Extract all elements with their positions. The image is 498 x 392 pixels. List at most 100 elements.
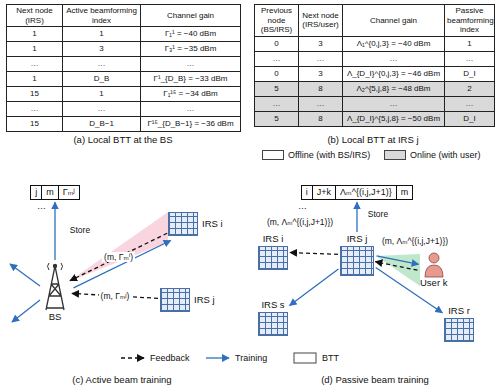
table-cell: Λ₁^{0,j,3} = −40 dBm xyxy=(343,36,445,51)
legend-swatch xyxy=(384,150,406,160)
table-row: 151Γ₁¹⁵ = −34 dBm xyxy=(7,87,241,102)
table-row: 58Λ_{D_I}^{5,j,8} = −50 dBmD_I xyxy=(255,111,495,126)
user-node: User k xyxy=(420,252,447,289)
table-cell: 5 xyxy=(255,81,299,96)
table-cell: Previous node (BS/IRS) xyxy=(255,5,299,37)
table-cell: 3 xyxy=(299,36,343,51)
table-cell: … xyxy=(63,102,141,117)
irs-panel xyxy=(168,212,198,236)
table-row: 58Λ₂^{5,j,8} = −48 dBm2 xyxy=(255,81,495,96)
table-cell: … xyxy=(343,51,445,66)
irs-node: IRS i xyxy=(168,212,223,236)
table-row: 15D_B−1Γ¹⁵_{D_B−1} = −36 dBm xyxy=(7,117,241,132)
table-cell: … xyxy=(255,51,299,66)
table-cell: 1 xyxy=(7,42,63,57)
table-cell: Γ₁¹ = −40 dBm xyxy=(141,27,241,42)
irs-node: IRS j xyxy=(160,288,215,312)
table-row: ……… xyxy=(7,57,241,72)
training-arrow xyxy=(356,202,357,232)
training-arrow xyxy=(54,202,55,260)
caption: (a) Local BTT at the BS xyxy=(73,134,172,145)
irs-panel xyxy=(340,246,374,276)
table-cell: 8 xyxy=(299,111,343,126)
node-label: IRS r xyxy=(448,306,470,317)
table-cell: … xyxy=(299,96,343,111)
table-cell: … xyxy=(7,57,63,72)
edge-label: Store xyxy=(366,209,390,219)
table-cell: Λ_{D_I}^{0,j,3} = −46 dBm xyxy=(343,66,445,81)
edge-label: (m, Γₘⁱ) xyxy=(102,252,135,262)
table-cell: … xyxy=(445,96,495,111)
node-label: IRS i xyxy=(263,234,284,245)
irs-panel xyxy=(258,246,288,270)
table-cell: Γ¹_{D_B} = −33 dBm xyxy=(141,72,241,87)
table-cell: 0 xyxy=(255,66,299,81)
legend-item: BTT xyxy=(292,352,339,364)
caption: (b) Local BTT at IRS j xyxy=(327,134,418,145)
edge-label: Store xyxy=(68,225,92,235)
record-cell: Λₘ^{(i,j,J+1)} xyxy=(335,185,397,200)
table-cell: … xyxy=(343,96,445,111)
table-cell: 15 xyxy=(7,117,63,132)
edge-label: (m, Γₘʲ) xyxy=(99,291,132,301)
table-cell: … xyxy=(141,57,241,72)
table-cell: 15 xyxy=(7,87,63,102)
table-cell: 8 xyxy=(299,81,343,96)
legend-sample xyxy=(205,352,231,364)
node-label: IRS j xyxy=(347,234,368,245)
table-cell: D_I xyxy=(445,66,495,81)
legend-text: Offline (with BS/IRS) xyxy=(288,150,370,160)
edge-label: (m, Λₘ^{(i,j,J+1)}) xyxy=(265,217,335,227)
table-cell: Channel gain xyxy=(343,5,445,37)
legend-text: Feedback xyxy=(150,353,190,363)
passive-beam xyxy=(376,254,420,286)
node-label: IRS j xyxy=(194,295,215,306)
training-arrow xyxy=(290,269,339,306)
table-cell: 1 xyxy=(7,27,63,42)
legend-text: Online (with user) xyxy=(410,150,481,160)
training-arrow xyxy=(74,240,171,287)
table-cell: D_B xyxy=(63,72,141,87)
table-cell: Next node (IRS/user) xyxy=(299,5,343,37)
tower-icon xyxy=(40,262,70,312)
btt-record: iJ+kΛₘ^{(i,j,J+1)}m xyxy=(301,185,413,200)
irs-panel xyxy=(160,288,190,312)
active-beam xyxy=(68,212,168,282)
legend-swatch xyxy=(262,150,284,160)
table-cell: … xyxy=(445,51,495,66)
record-cell: m xyxy=(41,185,59,200)
table-cell: 0 xyxy=(255,36,299,51)
btt-table: Next node (IRS)Active beamforming indexC… xyxy=(6,4,241,132)
legend-item: Offline (with BS/IRS) xyxy=(262,150,370,160)
node-label: IRS i xyxy=(202,219,223,230)
legend-sample xyxy=(292,352,318,364)
table-cell: … xyxy=(255,96,299,111)
table-row: Previous node (BS/IRS)Next node (IRS/use… xyxy=(255,5,495,37)
table-row: 03Λ_{D_I}^{0,j,3} = −46 dBmD_I xyxy=(255,66,495,81)
table-row: ……… xyxy=(7,102,241,117)
table-cell: 5 xyxy=(255,111,299,126)
irs-node: IRS s xyxy=(258,300,288,336)
table-cell: D_I xyxy=(445,111,495,126)
table-row: 1D_BΓ¹_{D_B} = −33 dBm xyxy=(7,72,241,87)
ellipsis: … xyxy=(298,201,307,212)
table-row: 11Γ₁¹ = −40 dBm xyxy=(7,27,241,42)
user-icon xyxy=(422,252,446,278)
table-cell: Active beamforming index xyxy=(63,5,141,27)
table-cell: Γ₃¹ = −35 dBm xyxy=(141,42,241,57)
table-cell: … xyxy=(141,102,241,117)
table-cell: … xyxy=(299,51,343,66)
table-row: 03Λ₁^{0,j,3} = −40 dBm1 xyxy=(255,36,495,51)
node-label: User k xyxy=(420,278,447,289)
training-beam xyxy=(12,300,40,322)
irs-node: IRS i xyxy=(258,234,288,270)
table-cell: Next node (IRS) xyxy=(7,5,63,27)
base-station: BS xyxy=(40,262,70,323)
legend-text: BTT xyxy=(322,353,339,363)
table-cell: 1 xyxy=(63,27,141,42)
irs-panel xyxy=(258,312,288,336)
table-cell: D_B−1 xyxy=(63,117,141,132)
table-cell: Γ¹⁵_{D_B−1} = −36 dBm xyxy=(141,117,241,132)
ellipsis: … xyxy=(37,201,46,212)
table-row: Next node (IRS)Active beamforming indexC… xyxy=(7,5,241,27)
